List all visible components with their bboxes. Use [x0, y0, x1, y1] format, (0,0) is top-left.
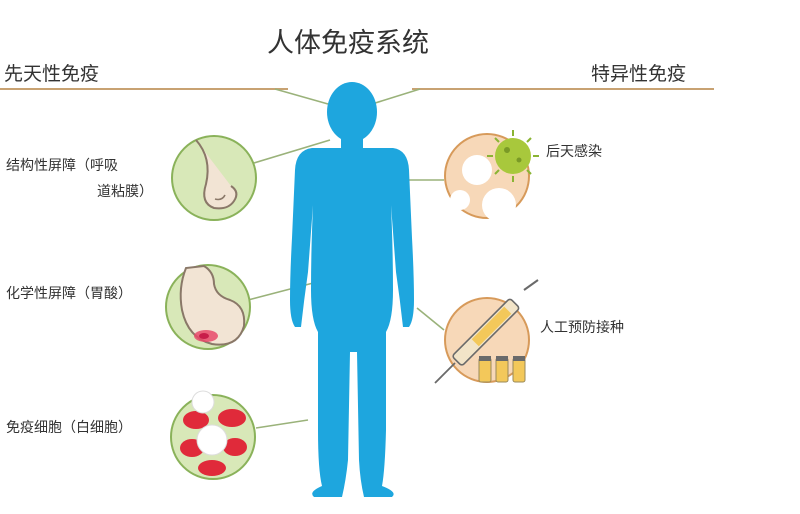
connector-innate-heading: [274, 88, 329, 105]
innate-item-1-line1: 结构性屏障（呼吸: [6, 158, 118, 174]
connector-nose: [253, 139, 331, 164]
adaptive-item-1-label: 后天感染: [546, 143, 602, 160]
page-title: 人体免疫系统: [267, 28, 429, 59]
connector-stomach: [247, 281, 318, 301]
virus-circle: [444, 130, 539, 222]
human-body-icon: [290, 82, 414, 497]
adaptive-heading: 特异性免疫: [591, 63, 686, 85]
innate-heading: 先天性免疫: [4, 63, 99, 85]
innate-item-2-label: 化学性屏障（胃酸）: [6, 286, 132, 302]
connector-lines: [247, 88, 445, 429]
syringe-icon: [434, 279, 539, 384]
blood-cells-icon: [180, 390, 247, 476]
syringe-circle: [434, 279, 539, 384]
connector-cells: [255, 419, 309, 429]
virus-icon: [450, 130, 539, 222]
stomach-icon: [179, 264, 246, 346]
nose-circle: [171, 135, 257, 221]
stomach-circle: [165, 264, 251, 350]
innate-item-1-line2: 道粘膜）: [97, 184, 153, 200]
blood-cells-circle: [170, 390, 256, 480]
innate-item-3-label: 免疫细胞（白细胞）: [6, 420, 132, 436]
connector-syringe: [416, 307, 445, 331]
adaptive-item-2-label: 人工预防接种: [540, 319, 624, 336]
connector-adaptive-heading: [371, 88, 421, 105]
nose-icon: [195, 139, 238, 210]
